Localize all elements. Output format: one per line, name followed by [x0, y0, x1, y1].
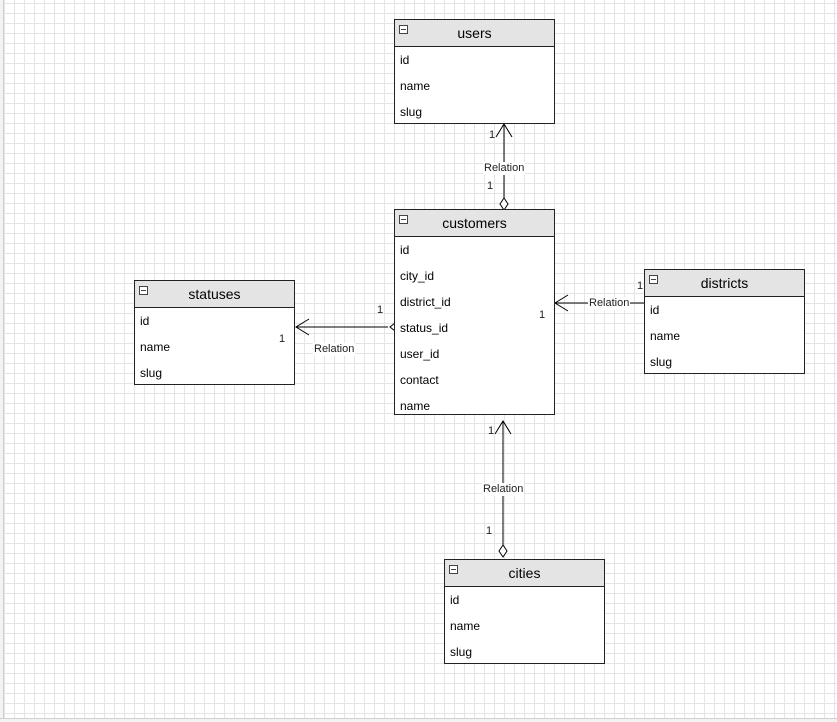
entity-header: statuses [135, 281, 294, 308]
field-list: id name slug [135, 308, 294, 386]
field-item[interactable]: slug [400, 105, 423, 119]
field-item[interactable]: id [400, 243, 410, 257]
entity-title: districts [700, 275, 749, 291]
field-item[interactable]: id [140, 314, 150, 328]
field-list: id name slug [445, 587, 604, 665]
field-item[interactable]: name [650, 329, 681, 343]
multiplicity-target: 1 [488, 425, 495, 437]
entity-title: users [457, 25, 492, 41]
entity-customers[interactable]: customers id city_id district_id status_… [394, 209, 555, 415]
entity-cities[interactable]: cities id name slug [444, 559, 605, 664]
field-item[interactable]: name [450, 619, 481, 633]
entity-users[interactable]: users id name slug [394, 19, 555, 124]
field-item[interactable]: slug [650, 355, 673, 369]
edge-label[interactable]: Relation [588, 297, 631, 310]
field-item[interactable]: id [450, 593, 460, 607]
collapse-icon[interactable] [649, 275, 658, 284]
collapse-icon[interactable] [139, 286, 148, 295]
entity-title: cities [508, 565, 541, 581]
entity-header: customers [395, 210, 554, 237]
canvas-left-border [0, 0, 4, 721]
field-item[interactable]: slug [450, 645, 473, 659]
field-item[interactable]: contact [400, 373, 439, 387]
edge-label[interactable]: Relation [482, 483, 525, 496]
aggregation-diamond [498, 544, 508, 558]
field-item[interactable]: slug [140, 366, 163, 380]
entity-header: cities [445, 560, 604, 587]
field-list: id name slug [395, 47, 554, 125]
collapse-icon[interactable] [399, 25, 408, 34]
multiplicity-target: 1 [539, 309, 546, 321]
field-item[interactable]: name [400, 79, 431, 93]
collapse-icon[interactable] [399, 215, 408, 224]
edge-customers-statuses[interactable] [295, 318, 401, 336]
field-item[interactable]: city_id [400, 269, 435, 283]
multiplicity-source: 1 [487, 180, 494, 192]
multiplicity-source: 1 [486, 525, 493, 537]
field-item[interactable]: district_id [400, 295, 451, 309]
field-item[interactable]: name [140, 340, 171, 354]
field-item[interactable]: user_id [400, 347, 440, 361]
collapse-icon[interactable] [449, 565, 458, 574]
entity-statuses[interactable]: statuses id name slug [134, 280, 295, 385]
entity-header: users [395, 20, 554, 47]
multiplicity-source: 1 [637, 280, 644, 292]
entity-header: districts [645, 270, 804, 297]
field-item[interactable]: name [400, 399, 431, 413]
entity-title: customers [442, 215, 507, 231]
field-item[interactable]: id [650, 303, 660, 317]
entity-title: statuses [188, 286, 241, 302]
field-list: id city_id district_id status_id user_id… [395, 237, 554, 419]
edge-label[interactable]: Relation [313, 343, 356, 356]
multiplicity-source: 1 [377, 304, 384, 316]
entity-districts[interactable]: districts id name slug [644, 269, 805, 374]
canvas-bottom-border [0, 718, 837, 722]
field-list: id name slug [645, 297, 804, 375]
multiplicity-target: 1 [279, 333, 286, 345]
field-item[interactable]: status_id [400, 321, 449, 335]
edge-label[interactable]: Relation [483, 162, 526, 175]
field-item[interactable]: id [400, 53, 410, 67]
multiplicity-target: 1 [489, 129, 496, 141]
